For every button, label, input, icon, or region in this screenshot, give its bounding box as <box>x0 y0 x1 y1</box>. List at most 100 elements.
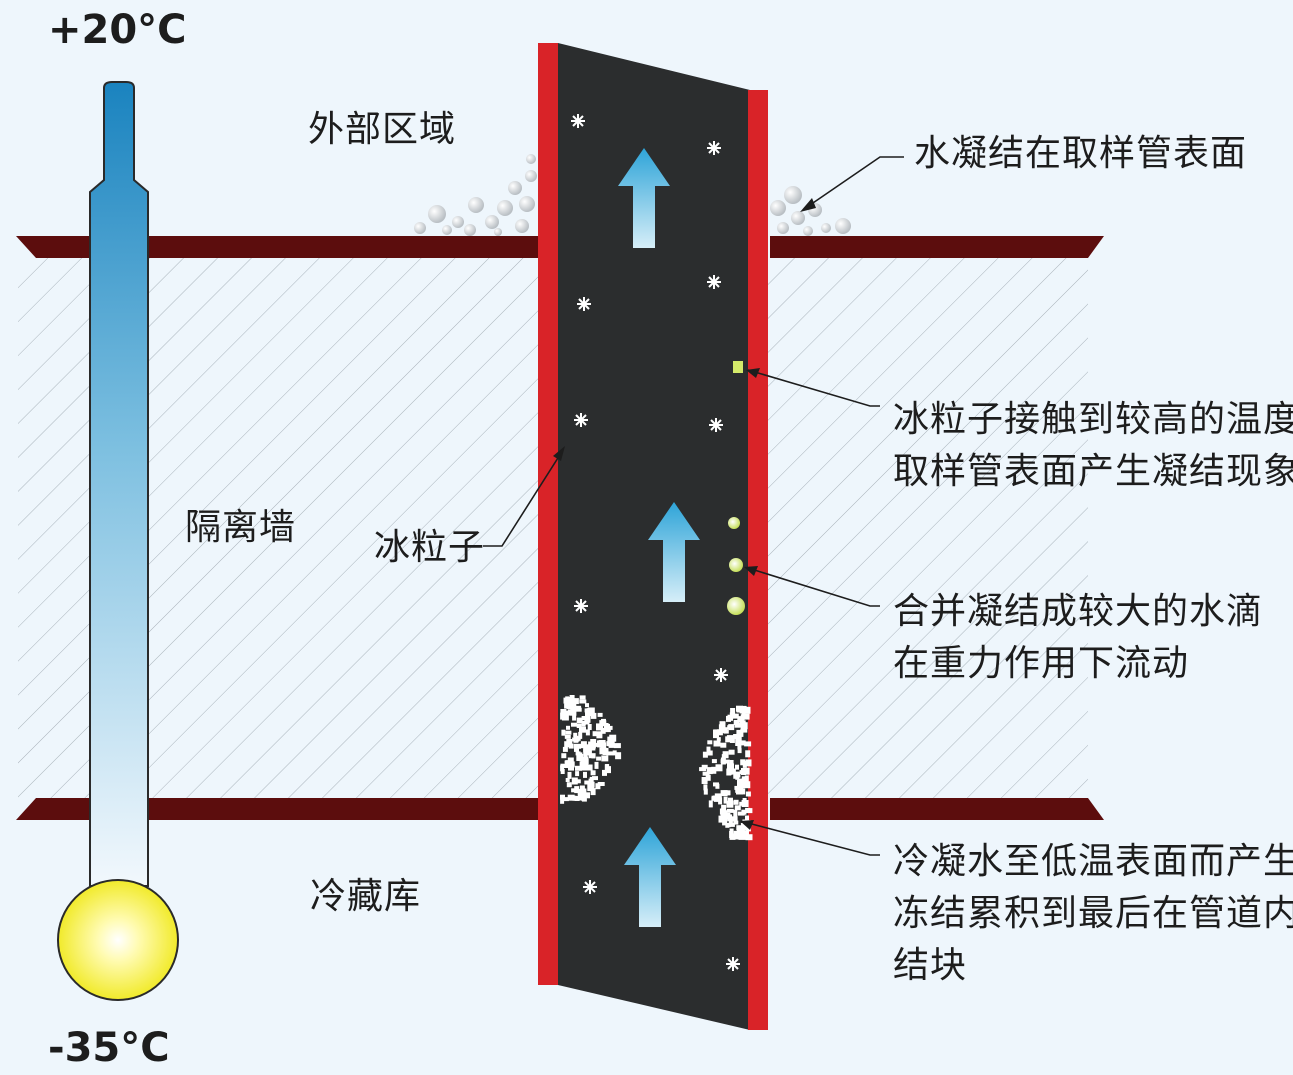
temperature-bottom: -35°C <box>48 1025 170 1071</box>
ice-clump-block <box>731 713 739 719</box>
ice-clump-block <box>562 746 568 752</box>
ice-clump-block <box>702 751 708 758</box>
ice-clump-block <box>718 797 723 805</box>
ice-clump-block <box>588 782 595 789</box>
water-droplet-icon <box>727 597 745 615</box>
ice-clump-block <box>745 750 751 758</box>
ice-clump-block <box>723 791 730 796</box>
ice-clump-block <box>594 761 599 769</box>
ice-clump-block <box>566 725 570 730</box>
ice-clump-block <box>576 724 582 728</box>
ice-clump-block <box>706 750 713 756</box>
ice-clump-block <box>590 788 596 796</box>
ice-clump-block <box>583 748 591 756</box>
ice-clump-block <box>745 826 751 832</box>
ice-clump-block <box>737 716 742 723</box>
ice-clump-block <box>737 743 742 750</box>
ice-clump-block <box>723 796 728 804</box>
ice-clump-block <box>601 718 606 724</box>
ice-clump-block <box>607 766 611 774</box>
ice-clump-block <box>576 717 583 724</box>
ice-clump-block <box>581 797 587 802</box>
snowflake-icon <box>708 417 724 433</box>
ice-clump-block <box>600 727 606 734</box>
ice-clump-block <box>566 782 572 788</box>
ice-clump-block <box>735 739 741 746</box>
ice-clump-block <box>729 833 736 840</box>
ice-clump-block <box>729 737 735 743</box>
ice-clump-block <box>735 764 739 770</box>
ice-clump-block <box>739 719 744 725</box>
ice-clump-block <box>597 782 605 786</box>
ice-clump-block <box>581 716 587 720</box>
ice-clump-block <box>560 769 565 774</box>
ice-clump-block <box>579 726 586 733</box>
ice-clump-block <box>576 779 581 784</box>
temperature-top: +20°C <box>48 7 187 53</box>
ice-clump-block <box>727 822 735 827</box>
snowflake-icon <box>725 956 741 972</box>
ice-clump-block <box>592 776 598 781</box>
ice-clump-block <box>576 754 584 761</box>
ice-clump-block <box>707 740 713 745</box>
ice-clump-block <box>741 709 749 714</box>
ice-clump-block <box>708 800 713 808</box>
ice-clump-block <box>727 763 734 771</box>
ice-clump-block <box>608 742 613 747</box>
ice-clump-block <box>728 797 733 802</box>
ice-clump-block <box>587 724 592 730</box>
ice-clump-block <box>577 788 582 793</box>
ice-clump-block <box>561 753 567 759</box>
ice-clump-block <box>739 801 746 806</box>
ice-clump-block <box>733 832 739 838</box>
water-droplet-icon <box>728 517 740 529</box>
ice-clump-block <box>724 759 730 764</box>
ice-clump-block <box>560 765 565 772</box>
ice-clump-block <box>713 731 719 739</box>
annotation-line: 结块 <box>893 945 968 986</box>
annotation-line: 取样管表面产生凝结现象 <box>893 451 1293 492</box>
ice-clump-block <box>567 794 575 801</box>
ice-clump-block <box>733 734 738 739</box>
ice-clump-block <box>742 705 747 710</box>
ice-clump-block <box>744 781 751 789</box>
ice-clump-block <box>733 809 738 817</box>
ice-clump-block <box>715 764 723 772</box>
ice-clump-block <box>561 797 569 802</box>
ice-clump-block <box>574 743 581 749</box>
ice-clump-block <box>596 731 603 739</box>
zone-outside-label: 外部区域 <box>308 109 457 150</box>
ice-clump-block <box>713 795 720 801</box>
annotation-line: 冻结累积到最后在管道内 <box>893 893 1293 934</box>
ice-clump-block <box>726 808 734 813</box>
ice-clump-block <box>573 732 578 737</box>
ice-clump-block <box>730 816 738 822</box>
ice-clump-block <box>733 773 739 779</box>
ice-clump-block <box>711 766 717 774</box>
ice-clump-block <box>581 721 586 725</box>
ice-clump-block <box>745 759 752 767</box>
ice-particle-label: 冰粒子 <box>374 527 486 568</box>
ice-clump-block <box>564 734 571 739</box>
ice-clump-block <box>736 789 743 795</box>
ice-clump-block <box>742 798 747 805</box>
ice-clump-block <box>740 823 748 830</box>
ice-clump-block <box>715 783 720 789</box>
ice-clump-block <box>602 769 607 776</box>
ice-clump-block <box>737 748 742 754</box>
ice-clump-block <box>571 777 578 785</box>
snowflake-icon <box>706 140 722 156</box>
ice-clump-block <box>741 788 746 795</box>
ice-clump-block <box>584 780 591 785</box>
ice-clump-block <box>730 708 736 715</box>
ice-clump-block <box>745 706 751 714</box>
ice-clump-block <box>565 760 570 766</box>
ice-clump-block <box>567 771 572 779</box>
ice-clump-block <box>608 725 613 730</box>
ice-clump-block <box>566 710 571 716</box>
ice-clump-block <box>744 741 752 747</box>
ice-clump-block <box>734 722 742 728</box>
ice-clump-block <box>565 696 570 702</box>
